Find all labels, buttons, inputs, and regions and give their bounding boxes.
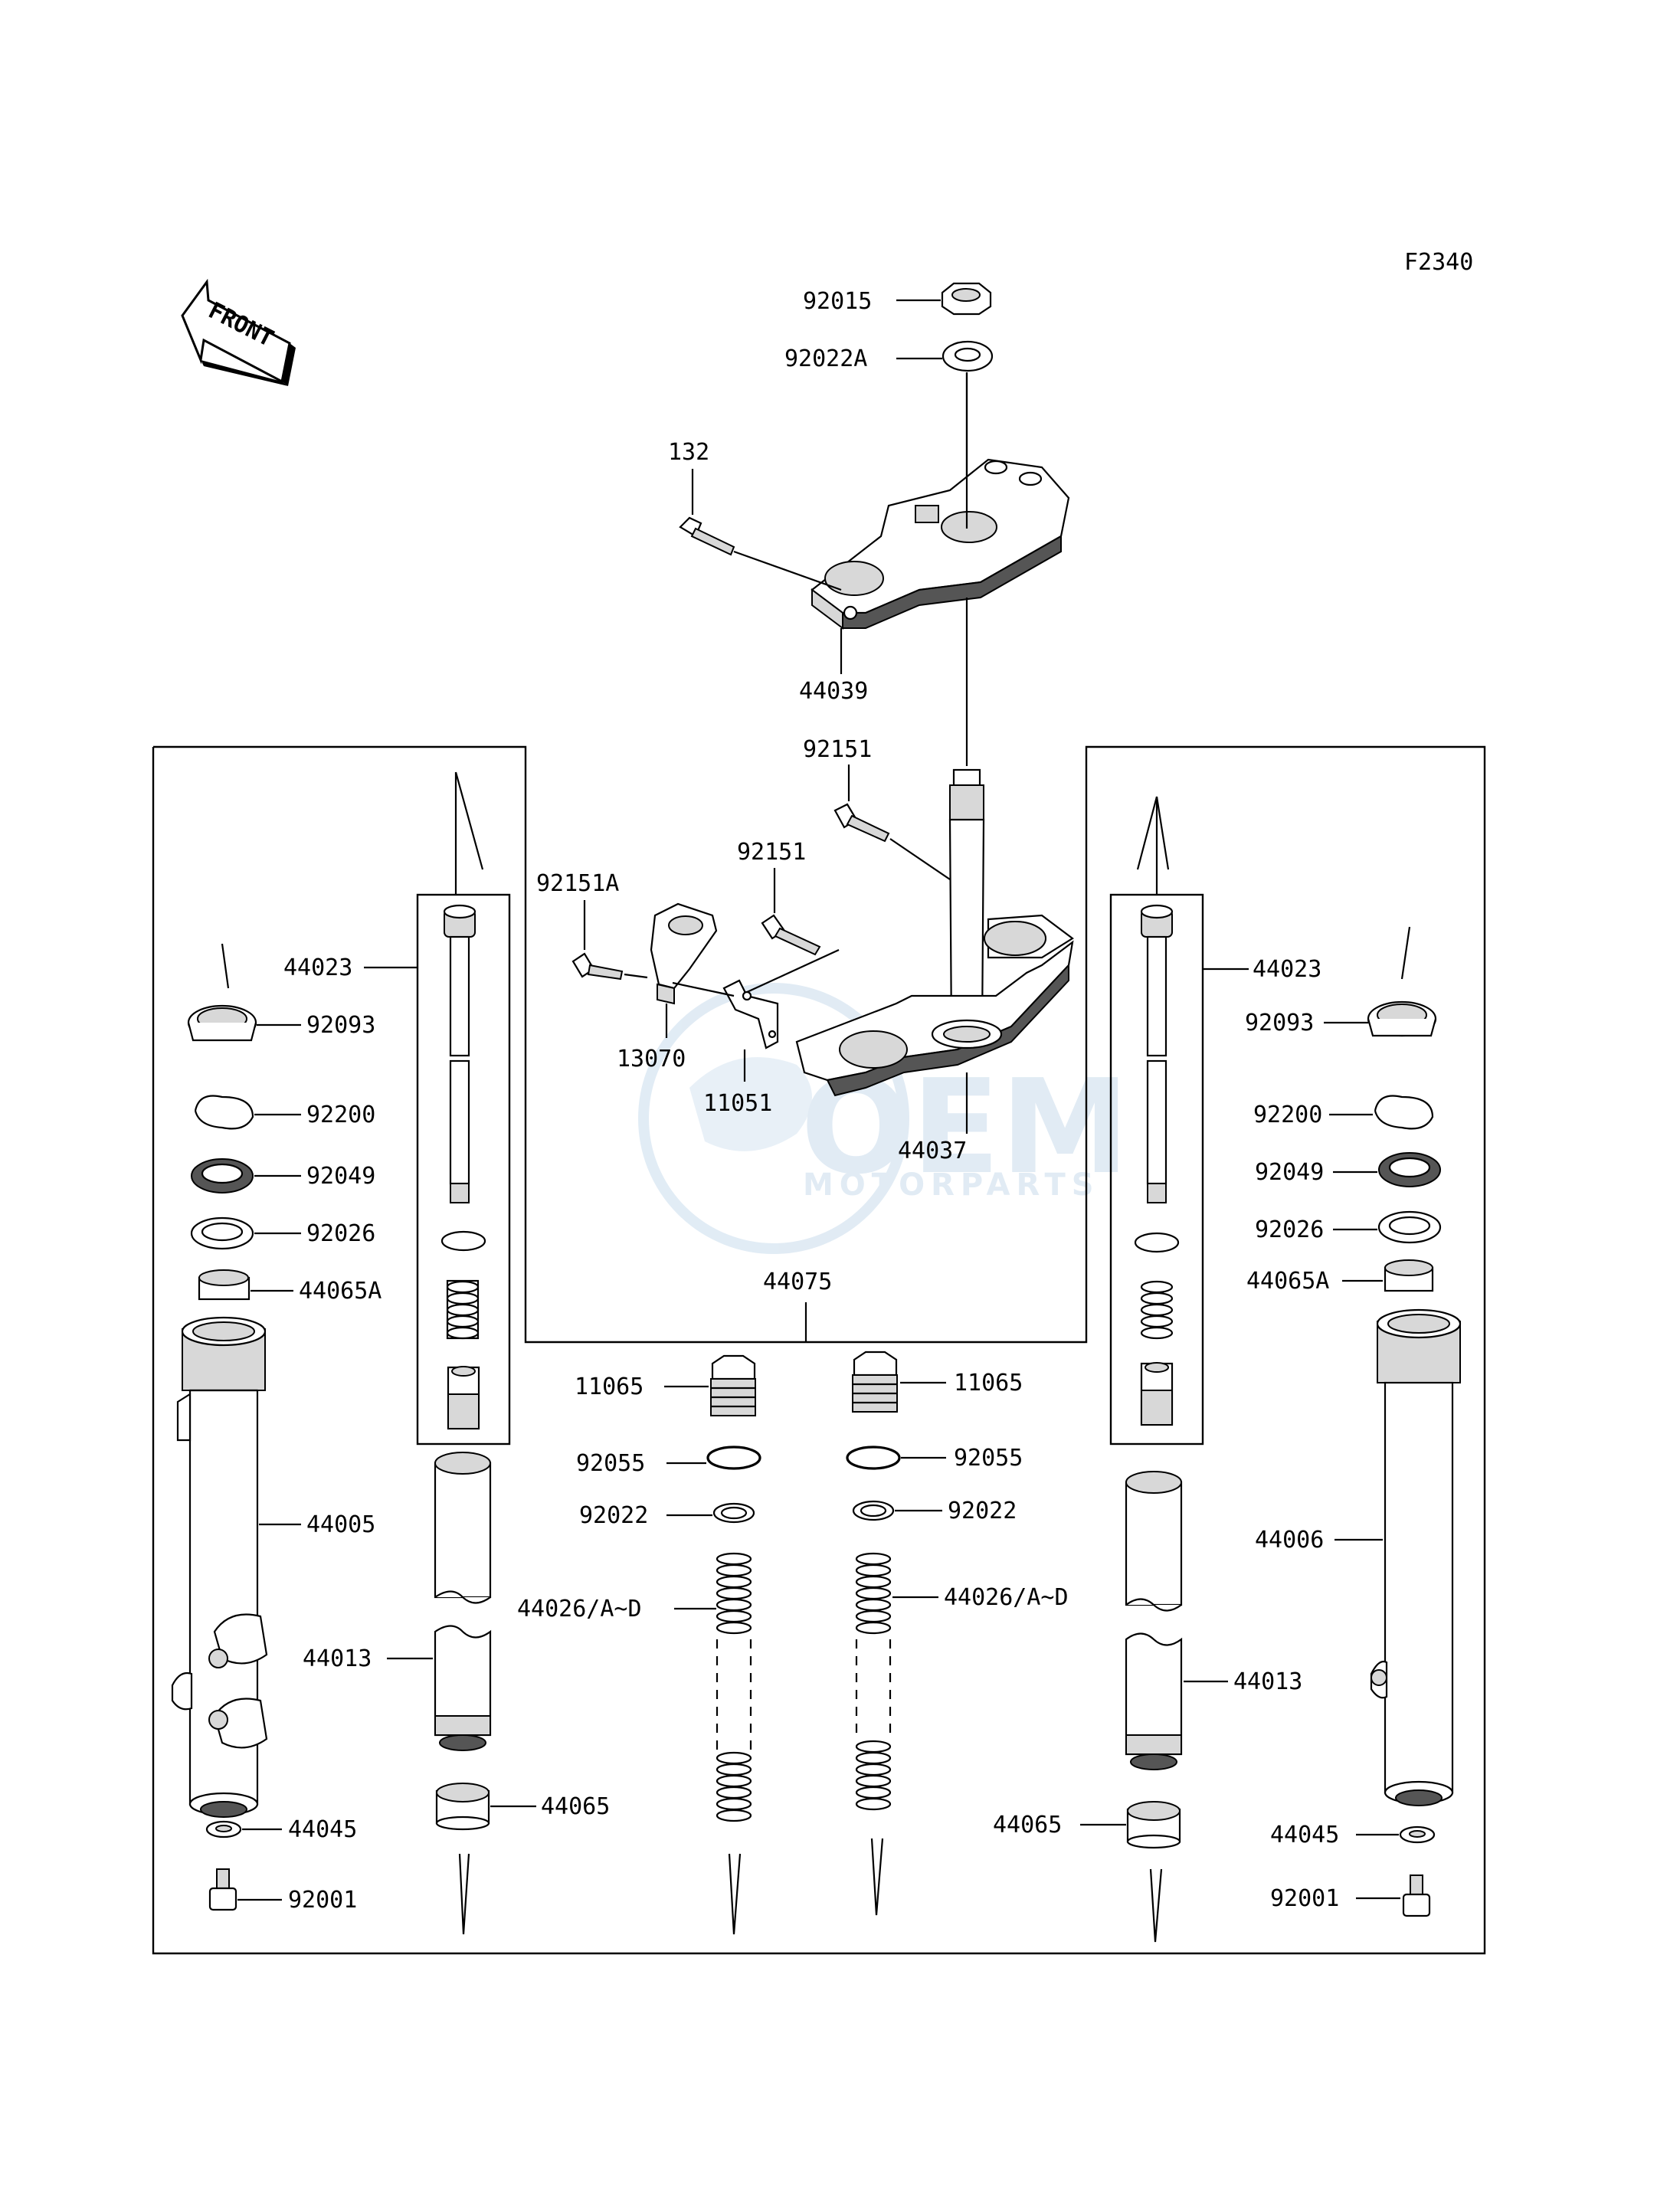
left-part-92049-oil-seal <box>191 1158 254 1193</box>
label-left-92055: 92055 <box>576 1450 645 1477</box>
label-left-92001: 92001 <box>288 1887 357 1914</box>
label-right-92022: 92022 <box>948 1498 1017 1524</box>
part-44039-upper-bracket <box>811 458 1070 630</box>
figure-code: F2340 <box>1404 249 1473 276</box>
watermark-subtitle: MOTORPARTS <box>803 1167 1100 1203</box>
label-right-92055: 92055 <box>954 1445 1023 1472</box>
label-left-44013: 44013 <box>303 1645 372 1672</box>
label-right-44023: 44023 <box>1253 956 1321 983</box>
left-part-92026-washer <box>190 1216 254 1250</box>
right-part-92026-washer <box>1377 1210 1442 1244</box>
right-part-44006-outer-tube <box>1370 1308 1462 1806</box>
label-right-92200: 92200 <box>1253 1102 1322 1128</box>
left-part-92093-dust-seal <box>187 1004 257 1042</box>
right-piston-ring <box>1134 1232 1180 1253</box>
right-part-92093-dust-seal <box>1367 1000 1437 1037</box>
label-left-44065a: 44065A <box>299 1278 382 1305</box>
label-132: 132 <box>668 439 709 466</box>
right-part-44065-bushing <box>1126 1801 1181 1849</box>
left-part-92055-o-ring <box>706 1446 761 1470</box>
part-92015-nut <box>941 282 992 316</box>
label-left-44023: 44023 <box>283 954 352 981</box>
right-part-92049-oil-seal <box>1378 1152 1441 1187</box>
part-92151-bolt-lower <box>761 914 821 956</box>
label-right-44065a: 44065A <box>1246 1268 1329 1295</box>
left-part-44026-spring <box>716 1552 752 1822</box>
label-92022a: 92022A <box>784 345 867 372</box>
label-92151-upper: 92151 <box>803 736 872 763</box>
label-right-44026: 44026/A~D <box>944 1584 1069 1611</box>
label-right-44065: 44065 <box>993 1812 1062 1838</box>
assembly-44075-frame <box>152 745 1486 1955</box>
part-92151a-bolt <box>571 952 624 981</box>
label-left-92022: 92022 <box>579 1502 648 1529</box>
label-right-92001: 92001 <box>1270 1885 1339 1912</box>
label-92151-lower: 92151 <box>737 839 806 866</box>
label-44037: 44037 <box>898 1138 967 1164</box>
label-left-11065: 11065 <box>575 1374 644 1400</box>
left-part-44005-outer-tube <box>171 1316 268 1818</box>
part-44037-stem-bracket <box>795 768 1074 1097</box>
label-left-92049: 92049 <box>306 1163 375 1190</box>
left-damper-box <box>416 893 511 1446</box>
label-right-11065: 11065 <box>954 1370 1023 1396</box>
left-part-44065a-bushing <box>198 1269 251 1301</box>
right-part-44013-inner-tube <box>1125 1471 1183 1770</box>
label-left-92093: 92093 <box>306 1012 375 1039</box>
label-right-92049: 92049 <box>1255 1159 1324 1186</box>
right-part-92001-bolt <box>1402 1874 1431 1917</box>
label-44075: 44075 <box>763 1269 832 1295</box>
left-part-44045-washer <box>205 1820 242 1838</box>
right-part-92200-clip <box>1374 1095 1434 1130</box>
left-part-92200-clip <box>194 1095 254 1130</box>
label-44039: 44039 <box>799 678 868 705</box>
right-part-44065a-bushing <box>1384 1259 1434 1292</box>
part-13070-bracket <box>650 902 718 1005</box>
part-92022a-washer <box>942 340 994 372</box>
label-92151a: 92151A <box>536 870 619 897</box>
right-part-44026-spring <box>855 1552 892 1811</box>
right-part-11065-cap-bolt <box>852 1351 898 1413</box>
left-part-92001-bolt <box>208 1868 237 1911</box>
right-damper-rod <box>1140 904 1174 1203</box>
label-92015: 92015 <box>803 288 872 315</box>
left-part-44013-inner-tube <box>434 1452 492 1751</box>
label-left-92026: 92026 <box>306 1220 375 1247</box>
left-rebound-spring <box>446 1279 480 1340</box>
left-part-92022-washer <box>712 1502 755 1524</box>
label-right-44045: 44045 <box>1270 1822 1339 1848</box>
label-left-44045: 44045 <box>288 1816 357 1843</box>
label-left-44005: 44005 <box>306 1511 375 1538</box>
left-piston-ring <box>440 1230 486 1252</box>
label-right-44006: 44006 <box>1255 1527 1324 1554</box>
part-11051-bracket <box>722 979 779 1049</box>
part-132-bolt <box>679 516 735 556</box>
label-right-44013: 44013 <box>1233 1668 1302 1695</box>
right-rebound-spring <box>1140 1280 1174 1340</box>
front-arrow-icon: FRONT <box>181 278 296 386</box>
label-right-92026: 92026 <box>1255 1216 1324 1243</box>
left-damper-rod <box>443 904 476 1203</box>
right-oil-lock-piece <box>1140 1362 1174 1426</box>
left-part-44065-bushing <box>435 1783 490 1831</box>
label-13070: 13070 <box>617 1046 686 1072</box>
left-oil-lock-piece <box>447 1366 480 1430</box>
label-left-44026: 44026/A~D <box>517 1596 642 1622</box>
label-11051: 11051 <box>703 1090 772 1117</box>
right-part-44045-washer <box>1399 1825 1436 1844</box>
label-left-44065: 44065 <box>541 1793 610 1820</box>
right-part-92022-washer <box>852 1500 895 1521</box>
label-right-92093: 92093 <box>1245 1010 1314 1036</box>
part-92151-bolt-upper <box>833 803 890 843</box>
right-part-92055-o-ring <box>846 1446 901 1470</box>
label-left-92200: 92200 <box>306 1102 375 1128</box>
left-part-11065-cap-bolt <box>710 1354 756 1416</box>
